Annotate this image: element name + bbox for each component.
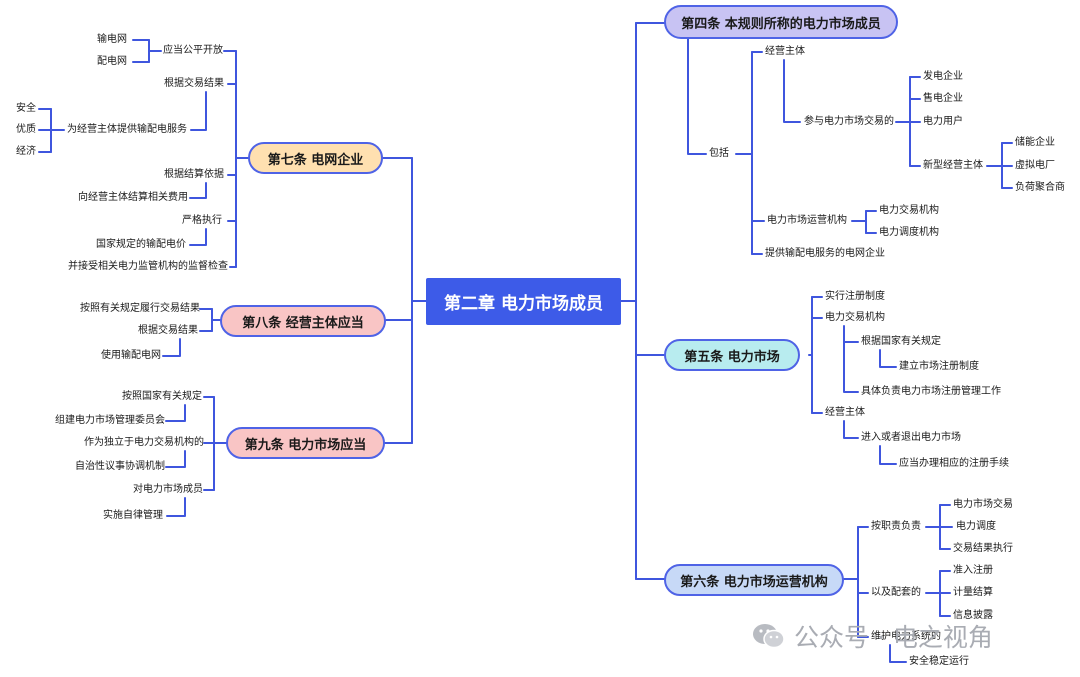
article-7-node[interactable]: 第七条 电网企业 bbox=[248, 142, 383, 174]
a7-strict: 严格执行 bbox=[182, 215, 222, 226]
a8-use-grid: 使用输配电网 bbox=[101, 350, 161, 361]
a6-disclosure: 信息披露 bbox=[953, 610, 993, 621]
a5-operators: 经营主体 bbox=[825, 407, 865, 418]
central-topic[interactable]: 第二章 电力市场成员 bbox=[426, 278, 621, 325]
a6-trading: 电力市场交易 bbox=[953, 499, 1013, 510]
a4-exchange: 电力交易机构 bbox=[879, 205, 939, 216]
a8-by-result: 根据交易结果 bbox=[138, 325, 198, 336]
a4-include: 包括 bbox=[709, 148, 729, 159]
a6-metering: 计量结算 bbox=[953, 587, 993, 598]
a4-participate: 参与电力市场交易的 bbox=[804, 116, 894, 127]
article-4-node[interactable]: 第四条 本规则所称的电力市场成员 bbox=[664, 5, 898, 39]
a7-quality: 优质 bbox=[16, 124, 36, 135]
a5-procedures: 应当办理相应的注册手续 bbox=[899, 458, 1009, 469]
article-9-node[interactable]: 第九条 电力市场应当 bbox=[226, 427, 385, 459]
a4-grid: 提供输配电服务的电网企业 bbox=[765, 248, 885, 259]
a5-build-system: 建立市场注册制度 bbox=[899, 361, 979, 372]
a6-access: 准入注册 bbox=[953, 565, 993, 576]
a6-supporting: 以及配套的 bbox=[871, 587, 921, 598]
a7-safe: 安全 bbox=[16, 103, 36, 114]
a6-maintain: 维护电力系统的 bbox=[871, 631, 941, 642]
a8-fulfill: 按照有关规定履行交易结果 bbox=[80, 303, 200, 314]
a4-aggregator: 负荷聚合商 bbox=[1015, 182, 1065, 193]
a7-settle-fees: 向经营主体结算相关费用 bbox=[78, 192, 188, 203]
a4-retailers: 售电企业 bbox=[923, 93, 963, 104]
a4-operation-org: 电力市场运营机构 bbox=[767, 215, 847, 226]
a7-by-result: 根据交易结果 bbox=[164, 78, 224, 89]
article-6-node[interactable]: 第六条 电力市场运营机构 bbox=[664, 564, 844, 596]
article-5-node[interactable]: 第五条 电力市场 bbox=[664, 339, 800, 371]
a9-self-regulation: 实施自律管理 bbox=[103, 510, 163, 521]
a7-settlement-basis: 根据结算依据 bbox=[164, 169, 224, 180]
a6-dispatch: 电力调度 bbox=[956, 521, 996, 532]
a5-enter-exit: 进入或者退出电力市场 bbox=[861, 432, 961, 443]
a7-fair-open: 应当公平开放 bbox=[163, 45, 223, 56]
watermark-text: 公众号 · 电之视角 bbox=[794, 623, 993, 652]
a6-stable: 安全稳定运行 bbox=[909, 656, 969, 667]
a4-generators: 发电企业 bbox=[923, 71, 963, 82]
watermark: 公众号 · 电之视角 bbox=[752, 618, 993, 654]
a9-independent: 作为独立于电力交易机构的 bbox=[84, 437, 204, 448]
a6-execution: 交易结果执行 bbox=[953, 543, 1013, 554]
article-8-node[interactable]: 第八条 经营主体应当 bbox=[220, 305, 386, 337]
a7-economic: 经济 bbox=[16, 146, 36, 157]
a4-vpp: 虚拟电厂 bbox=[1015, 160, 1055, 171]
a7-transmission: 输电网 bbox=[97, 34, 127, 45]
a4-storage: 储能企业 bbox=[1015, 137, 1055, 148]
a4-operators: 经营主体 bbox=[765, 46, 805, 57]
a7-supervision: 并接受相关电力监管机构的监督检查 bbox=[68, 261, 228, 272]
a7-distribution: 配电网 bbox=[97, 56, 127, 67]
a5-manage: 具体负责电力市场注册管理工作 bbox=[861, 386, 1001, 397]
a4-users: 电力用户 bbox=[923, 116, 963, 127]
a9-national-rules: 按照国家有关规定 bbox=[122, 391, 202, 402]
a9-committee: 组建电力市场管理委员会 bbox=[55, 415, 165, 426]
a5-national-rules: 根据国家有关规定 bbox=[861, 336, 941, 347]
a5-registration: 实行注册制度 bbox=[825, 291, 885, 302]
a6-duty: 按职责负责 bbox=[871, 521, 921, 532]
wechat-icon bbox=[752, 622, 786, 650]
a4-dispatch: 电力调度机构 bbox=[879, 227, 939, 238]
a4-new-operators: 新型经营主体 bbox=[923, 160, 983, 171]
a9-members: 对电力市场成员 bbox=[133, 484, 203, 495]
a7-service: 为经营主体提供输配电服务 bbox=[67, 124, 187, 135]
a5-exchange: 电力交易机构 bbox=[825, 312, 885, 323]
a7-tariff: 国家规定的输配电价 bbox=[96, 239, 186, 250]
a9-autonomous: 自治性议事协调机制 bbox=[75, 461, 165, 472]
